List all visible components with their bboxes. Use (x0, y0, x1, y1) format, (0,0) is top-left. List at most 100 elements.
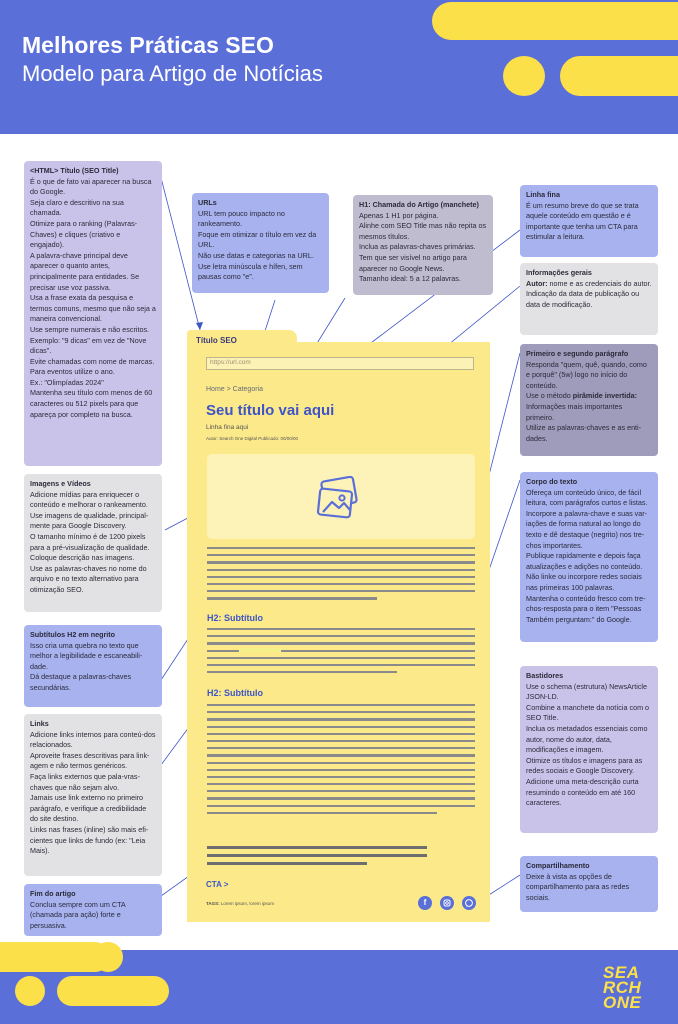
text-line (207, 663, 475, 667)
text-line (207, 718, 475, 721)
note-urls: URLs URL tem pouco impacto no rankeament… (192, 193, 329, 293)
decor-dot (503, 56, 545, 96)
logo-line: RCH (603, 978, 642, 997)
note-heading: <HTML> Título (SEO Title) (30, 166, 119, 175)
tags-label: TAGS: (206, 901, 220, 906)
body-text-block (207, 704, 475, 819)
text-line (207, 554, 475, 557)
facebook-icon[interactable]: f (418, 896, 432, 910)
paragrafo-bold: pirâmide invertida: (572, 391, 638, 401)
note-body: Use o schema (estrutura) NewsArticle JSO… (526, 681, 650, 808)
breadcrumb[interactable]: Home > Categoria (206, 386, 264, 393)
text-line (207, 704, 475, 707)
note-linha-fina: Linha fina É um resumo breve do que se t… (520, 185, 658, 257)
article-mockup-panel (187, 342, 490, 922)
note-body: Ofereça um conteúdo único, de fácil leit… (526, 487, 648, 624)
text-line (207, 754, 475, 757)
text-line (207, 761, 475, 764)
text-line (207, 642, 475, 645)
note-body: É o que de fato vai aparecer na busca do… (30, 176, 156, 419)
text-line (207, 775, 475, 779)
instagram-icon[interactable] (440, 896, 454, 910)
text-line (207, 811, 437, 814)
decor-pill (57, 976, 169, 1006)
tags-line: TAGS: Lorem ipsum, lorem ipsum (206, 901, 274, 906)
note-heading: Bastidores (526, 671, 564, 680)
text-line (207, 590, 475, 593)
text-line (207, 783, 475, 786)
page-title: Melhores Práticas SEO (22, 32, 274, 58)
mockup-tab (187, 330, 297, 344)
body-text-block (207, 628, 475, 678)
body-text-block (207, 547, 475, 605)
note-links: Links Adicione links internos para conte… (24, 714, 162, 876)
note-heading: Links (30, 719, 49, 728)
decor-pill (0, 942, 110, 972)
text-line (207, 739, 475, 743)
autor-label: Autor: (526, 278, 548, 288)
note-paragrafo: Primeiro e segundo parágrafo Responda "q… (520, 344, 658, 456)
text-line (207, 711, 475, 714)
logo-line: ONE (603, 993, 642, 1012)
url-field[interactable]: https://url.com (206, 357, 474, 370)
text-line (207, 768, 475, 771)
note-body: Conclua sempre com um CTA (chamada para … (30, 899, 126, 930)
note-fim: Fim do artigo Conclua sempre com um CTA … (24, 884, 162, 936)
text-line (207, 797, 475, 800)
decor-dot (15, 976, 45, 1006)
note-subtitulos: Subtítulos H2 em negrito Isso cria uma q… (24, 625, 162, 707)
header-banner: Melhores Práticas SEO Modelo para Artigo… (0, 0, 678, 134)
note-compartilhamento: Compartilhamento Deixe à vista as opções… (520, 856, 658, 912)
note-body: Apenas 1 H1 por página. Alinhe com SEO T… (359, 210, 487, 284)
text-line (207, 725, 475, 728)
text-line (207, 656, 475, 659)
text-line (207, 854, 427, 857)
text-line (207, 649, 475, 652)
whatsapp-icon[interactable] (462, 896, 476, 910)
note-body: Responda "quem, quê, quando, como e porq… (526, 360, 652, 445)
article-h1: Seu título vai aqui (206, 402, 335, 419)
note-heading: Informações gerais (526, 268, 592, 277)
text-line (207, 671, 397, 674)
image-gallery-icon (316, 476, 358, 519)
media-placeholder[interactable] (207, 454, 475, 539)
text-line (207, 582, 475, 586)
note-bastidores: Bastidores Use o schema (estrutura) News… (520, 666, 658, 833)
note-heading: Fim do artigo (30, 889, 76, 898)
note-heading: Corpo do texto (526, 477, 578, 486)
cta-link[interactable]: CTA > (206, 880, 229, 889)
note-body: É um resumo breve do que se trata aquele… (526, 200, 639, 242)
paragrafo-text-1: Responda "quem, quê, quando, como e porq… (526, 359, 647, 401)
inline-link-highlight[interactable] (239, 648, 281, 652)
text-line (207, 575, 475, 578)
note-h1: H1: Chamada do Artigo (manchete) Apenas … (353, 195, 493, 295)
text-line (207, 561, 475, 564)
tags-text[interactable]: Lorem ipsum, lorem ipsum (219, 901, 274, 906)
logo-line: SEA (603, 963, 640, 982)
note-heading: Compartilhamento (526, 861, 590, 870)
text-line (207, 790, 475, 793)
note-heading: URLs (198, 198, 217, 207)
note-corpo: Corpo do texto Ofereça um conteúdo único… (520, 472, 658, 642)
decor-dot (93, 942, 123, 972)
note-body: Isso cria uma quebra no texto que melhor… (30, 640, 143, 692)
article-lede: Linha fina aqui (206, 424, 249, 431)
text-line (207, 846, 427, 849)
note-body: Adicione mídias para enriquecer o conteú… (30, 489, 150, 594)
conclusion-block (207, 846, 427, 870)
note-info-gerais: Informações gerais Autor: nome e as cred… (520, 263, 658, 335)
note-body: Autor: nome e as credenciais do autor. I… (526, 279, 652, 311)
note-heading: Linha fina (526, 190, 560, 199)
h2-subtitle-second: H2: Subtítulo (207, 688, 263, 698)
decor-pill (432, 2, 678, 40)
decor-pill (560, 56, 678, 96)
search-one-logo: SEA RCH ONE (603, 963, 642, 1012)
text-line (207, 547, 475, 550)
text-line (207, 862, 367, 865)
note-heading: Primeiro e segundo parágrafo (526, 349, 629, 358)
h2-subtitle-first: H2: Subtítulo (207, 613, 263, 623)
text-line (207, 597, 377, 600)
text-line (207, 568, 475, 571)
note-body: Deixe à vista as opções de compartilhame… (526, 871, 630, 902)
note-heading: Subtítulos H2 em negrito (30, 630, 116, 639)
